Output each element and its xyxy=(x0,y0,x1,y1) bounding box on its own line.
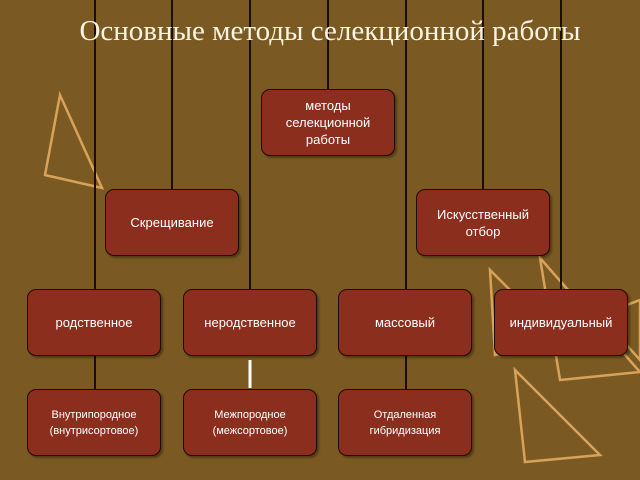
node-intrabreed: Внутрипородное (внутрисортовое) xyxy=(27,389,161,456)
decor-triangle-left xyxy=(43,90,105,190)
node-mass: массовый xyxy=(338,289,472,356)
node-crossing: Скрещивание xyxy=(105,189,239,256)
node-related: родственное xyxy=(27,289,161,356)
decor-triangle-right-low xyxy=(513,366,603,464)
root-node: методы селекционной работы xyxy=(261,89,395,156)
node-individual: индивидуальный xyxy=(494,289,628,356)
node-unrelated: неродственное xyxy=(183,289,317,356)
node-artificial-selection: Искусственный отбор xyxy=(416,189,550,256)
slide-title: Основные методы селекционной работы xyxy=(79,15,581,47)
node-interbreed: Межпородное (межсортовое) xyxy=(183,389,317,456)
node-distant-hybridization: Отдаленная гибридизация xyxy=(338,389,472,456)
